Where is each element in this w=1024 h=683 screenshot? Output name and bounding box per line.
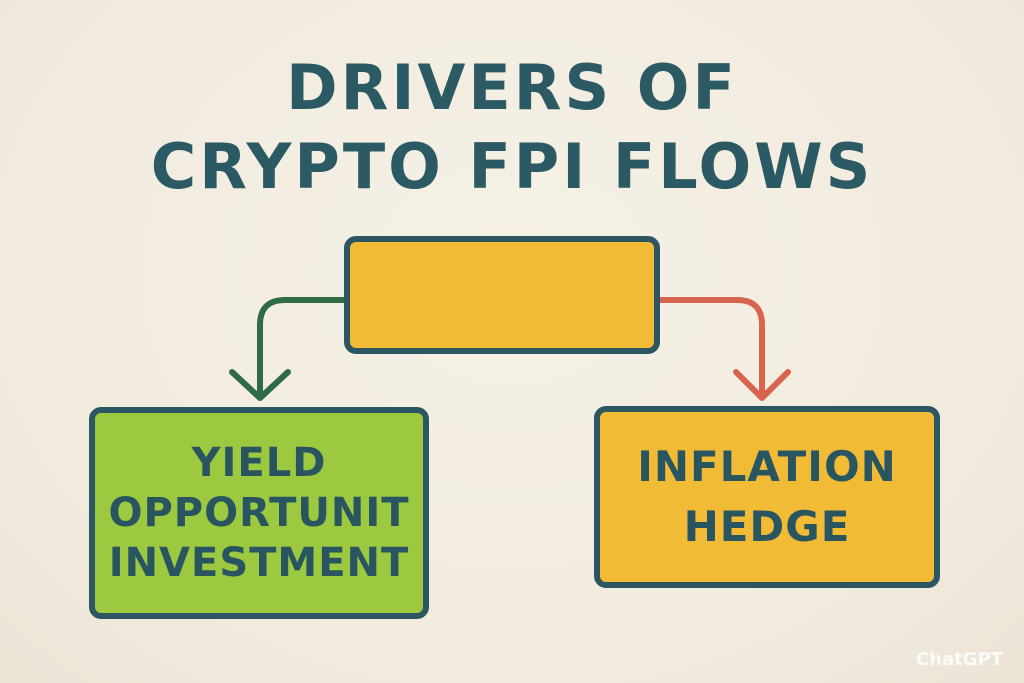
edge-center-to-right	[654, 297, 765, 398]
left-node-line-1: YIELD	[191, 440, 327, 486]
center-node	[344, 236, 660, 354]
left-node-line-3: INVESTMENT	[108, 540, 410, 586]
edge-center-to-left	[257, 297, 350, 398]
right-node-line-1: INFLATION	[637, 442, 897, 491]
right-node-line-2: HEDGE	[683, 502, 851, 551]
diagram-title-line-1: DRIVERS OF	[286, 51, 738, 124]
arrowhead-right	[733, 369, 791, 401]
arrowhead-left	[229, 369, 291, 401]
watermark: ChatGPT	[916, 649, 1004, 670]
right-node-inflation-hedge: INFLATION HEDGE	[594, 406, 940, 588]
left-node-yield-opportunity-investment: YIELD OPPORTUNIT INVESTMENT	[89, 407, 429, 619]
left-node-line-2: OPPORTUNIT	[108, 490, 410, 536]
diagram-title-line-2: CRYPTO FPI FLOWS	[150, 130, 874, 203]
